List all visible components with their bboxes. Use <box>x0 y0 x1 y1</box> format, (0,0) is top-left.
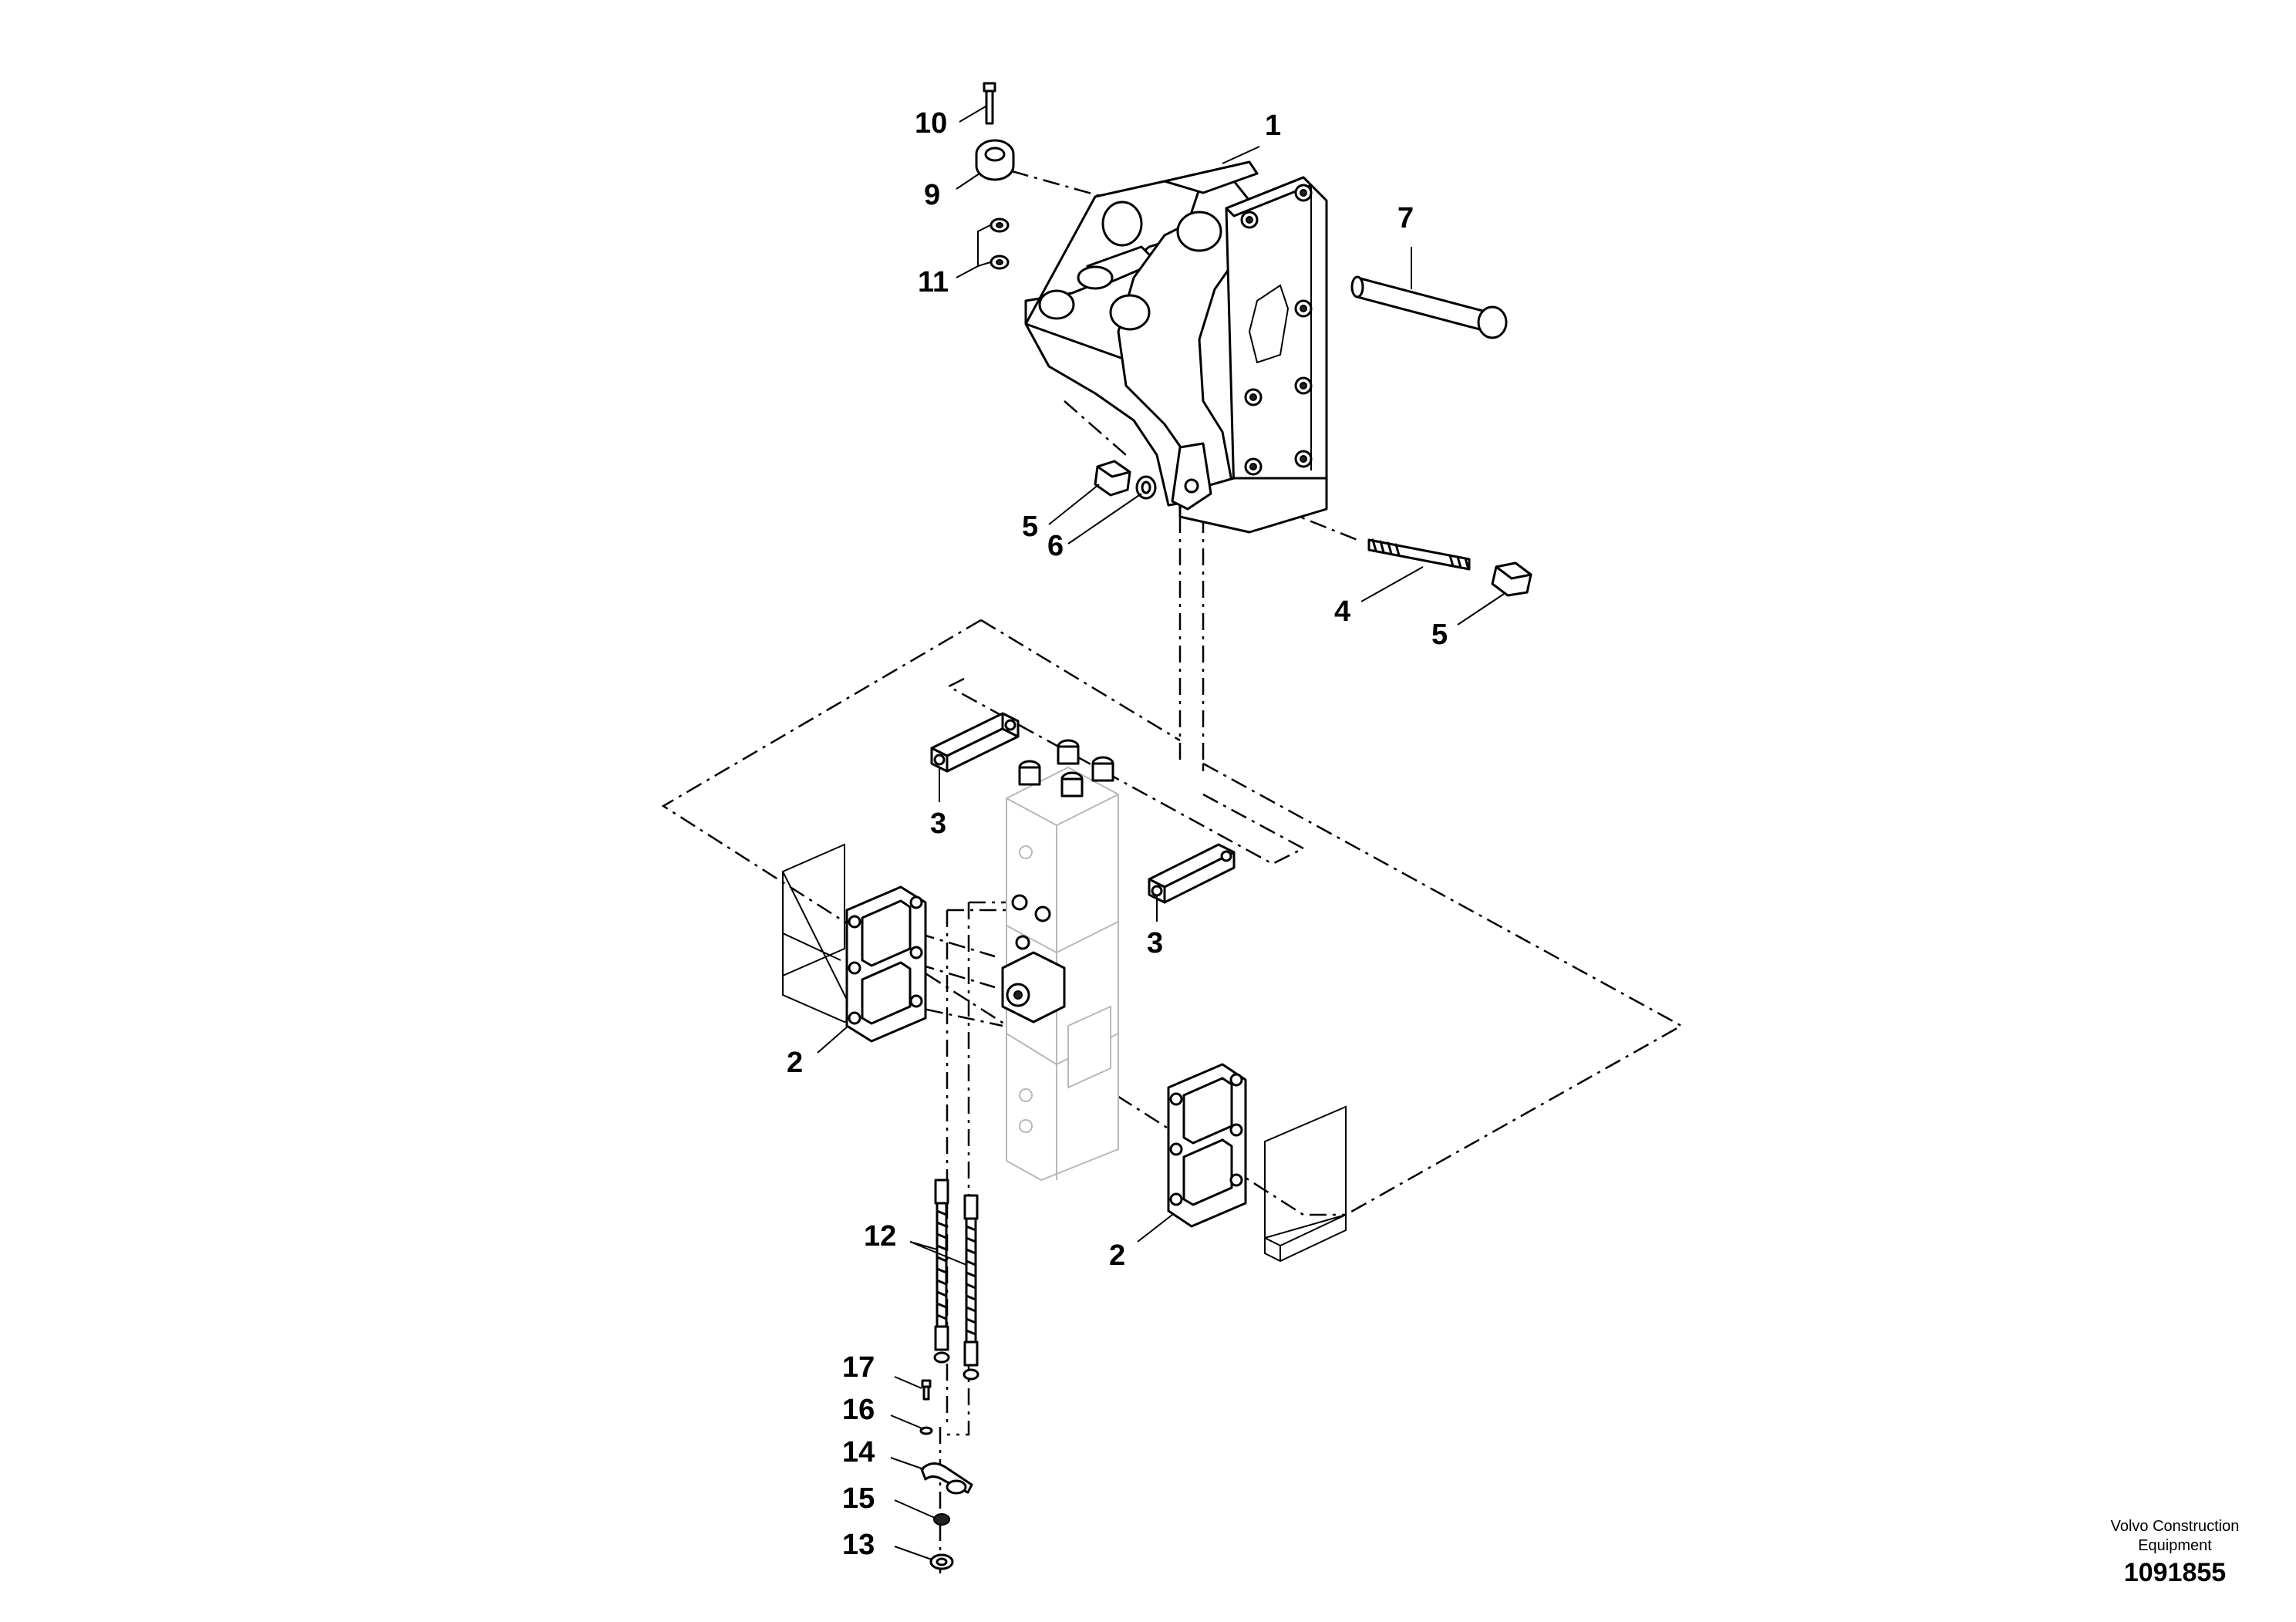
footer: Volvo Construction Equipment 1091855 <box>2111 1518 2240 1587</box>
top-hardware <box>975 82 1015 270</box>
callout-11: 11 <box>918 266 949 298</box>
callout-10: 10 <box>915 107 947 140</box>
mounting-bracket <box>1024 160 1328 534</box>
hydraulic-breaker-body <box>1001 739 1119 1182</box>
callout-3-upper: 3 <box>930 808 946 840</box>
pin <box>1350 275 1508 339</box>
callout-6: 6 <box>1047 530 1064 562</box>
clamp-bar-upper <box>930 712 1020 773</box>
callout-4: 4 <box>1334 595 1350 628</box>
callout-14: 14 <box>842 1436 875 1469</box>
callout-16: 16 <box>842 1394 875 1426</box>
callout-17: 17 <box>842 1351 875 1384</box>
hydraulic-hoses <box>933 1179 979 1381</box>
callout-12: 12 <box>864 1220 896 1253</box>
side-plate-right <box>1167 1063 1347 1263</box>
callout-9: 9 <box>924 179 940 211</box>
callout-labels: 1 2 2 3 3 4 5 5 6 7 9 10 11 12 13 14 15 … <box>787 107 1448 1561</box>
callout-5-right: 5 <box>1431 619 1448 651</box>
callout-2-right: 2 <box>1109 1239 1125 1272</box>
leader-lines <box>817 106 1505 1560</box>
side-plate-left <box>782 843 927 1043</box>
brand-line-2: Equipment <box>2138 1537 2212 1554</box>
callout-13: 13 <box>842 1529 875 1561</box>
callout-3-lower: 3 <box>1147 927 1163 959</box>
callout-1: 1 <box>1265 110 1281 142</box>
through-bolt <box>1367 538 1532 597</box>
callout-7: 7 <box>1397 202 1414 234</box>
clamp-bar-lower <box>1148 843 1236 904</box>
figure-number: 1091855 <box>2124 1558 2226 1587</box>
nut-and-washer-left <box>1094 460 1157 500</box>
callout-2-left: 2 <box>787 1047 803 1079</box>
brand-line-1: Volvo Construction <box>2111 1518 2240 1535</box>
callout-5-left: 5 <box>1022 511 1038 543</box>
callout-15: 15 <box>842 1482 875 1515</box>
